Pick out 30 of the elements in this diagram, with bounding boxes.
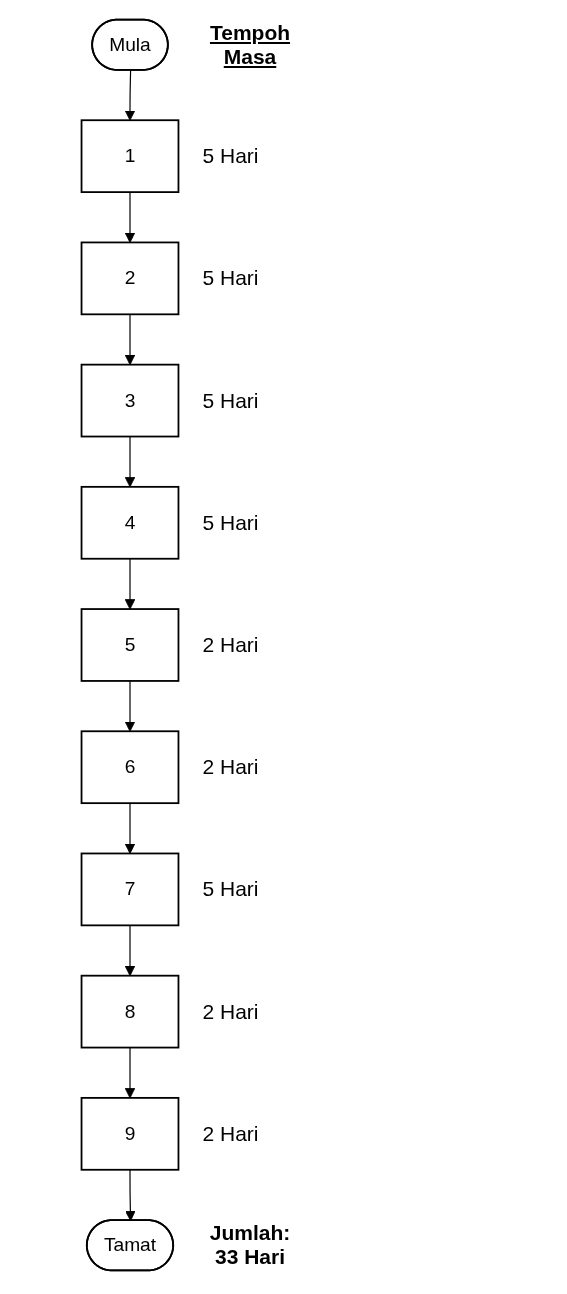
node-box: 7 <box>80 852 180 927</box>
node-box: 2 <box>80 241 180 316</box>
duration-text: 2 Hari <box>202 633 259 657</box>
arrow <box>124 802 136 854</box>
node-box: 3 <box>80 363 180 438</box>
duration-text: 5 Hari <box>202 144 259 169</box>
duration-text: 5 Hari <box>202 388 259 413</box>
arrow <box>124 191 136 243</box>
node-box: 5 <box>80 608 180 682</box>
arrow <box>124 69 136 121</box>
duration-text: 2 Hari <box>202 1121 259 1146</box>
total-text: Jumlah: 33 Hari <box>208 1221 292 1270</box>
duration-text: 5 Hari <box>202 510 259 535</box>
arrow <box>124 435 136 488</box>
duration-text: 5 Hari <box>202 266 259 291</box>
node-box: 4 <box>80 485 180 560</box>
arrow <box>124 680 136 732</box>
duration-text: 2 Hari <box>202 755 259 780</box>
arrow <box>124 924 136 977</box>
node-box: 8 <box>80 974 180 1049</box>
duration-text: 5 Hari <box>202 877 259 902</box>
arrow <box>124 313 136 366</box>
arrow <box>124 1046 136 1099</box>
arrow <box>124 558 136 610</box>
node-box: 1 <box>80 119 180 193</box>
node-box: 6 <box>80 730 180 805</box>
column-heading: Tempoh Masa <box>208 20 292 69</box>
arrow <box>125 1169 136 1222</box>
duration-text: 2 Hari <box>202 999 259 1024</box>
node-box: 9 <box>80 1097 180 1171</box>
